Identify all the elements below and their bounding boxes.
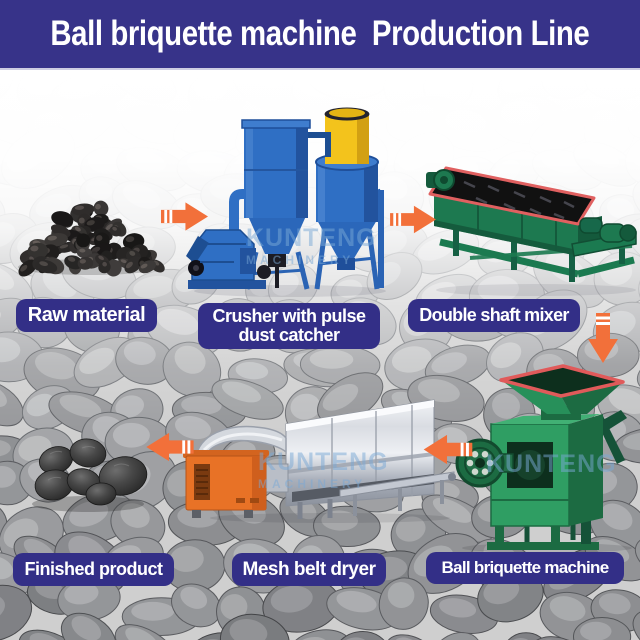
label-ball-briquette-machine: Ball briquette machine	[426, 552, 624, 584]
mesh-belt-dryer-illustration	[183, 399, 456, 523]
flow-arrow-raw-to-crusher	[161, 199, 208, 234]
flow-arrow-dryer-to-product	[146, 430, 194, 464]
flow-arrow-crusher-to-mixer	[389, 203, 437, 236]
raw-material-illustration	[18, 200, 165, 277]
label-double-shaft-mixer: Double shaft mixer	[408, 299, 580, 332]
label-mesh-belt-dryer: Mesh belt dryer	[232, 553, 386, 586]
flow-arrow-briquette-to-dryer	[423, 432, 473, 467]
page-title: Ball briquette machine Production Line	[50, 14, 590, 53]
flow-arrow-mixer-to-briquette	[578, 313, 628, 370]
banner: Ball briquette machine Production Line	[0, 0, 640, 70]
label-crusher: Crusher with pulse dust catcher	[198, 303, 380, 349]
label-raw-material: Raw material	[16, 299, 157, 332]
finished-product-illustration	[32, 438, 148, 512]
crusher-illustration	[186, 107, 386, 297]
label-finished-product: Finished product	[13, 553, 174, 586]
double-shaft-mixer-illustration	[426, 166, 637, 296]
ball-briquette-machine-illustration	[455, 364, 632, 552]
